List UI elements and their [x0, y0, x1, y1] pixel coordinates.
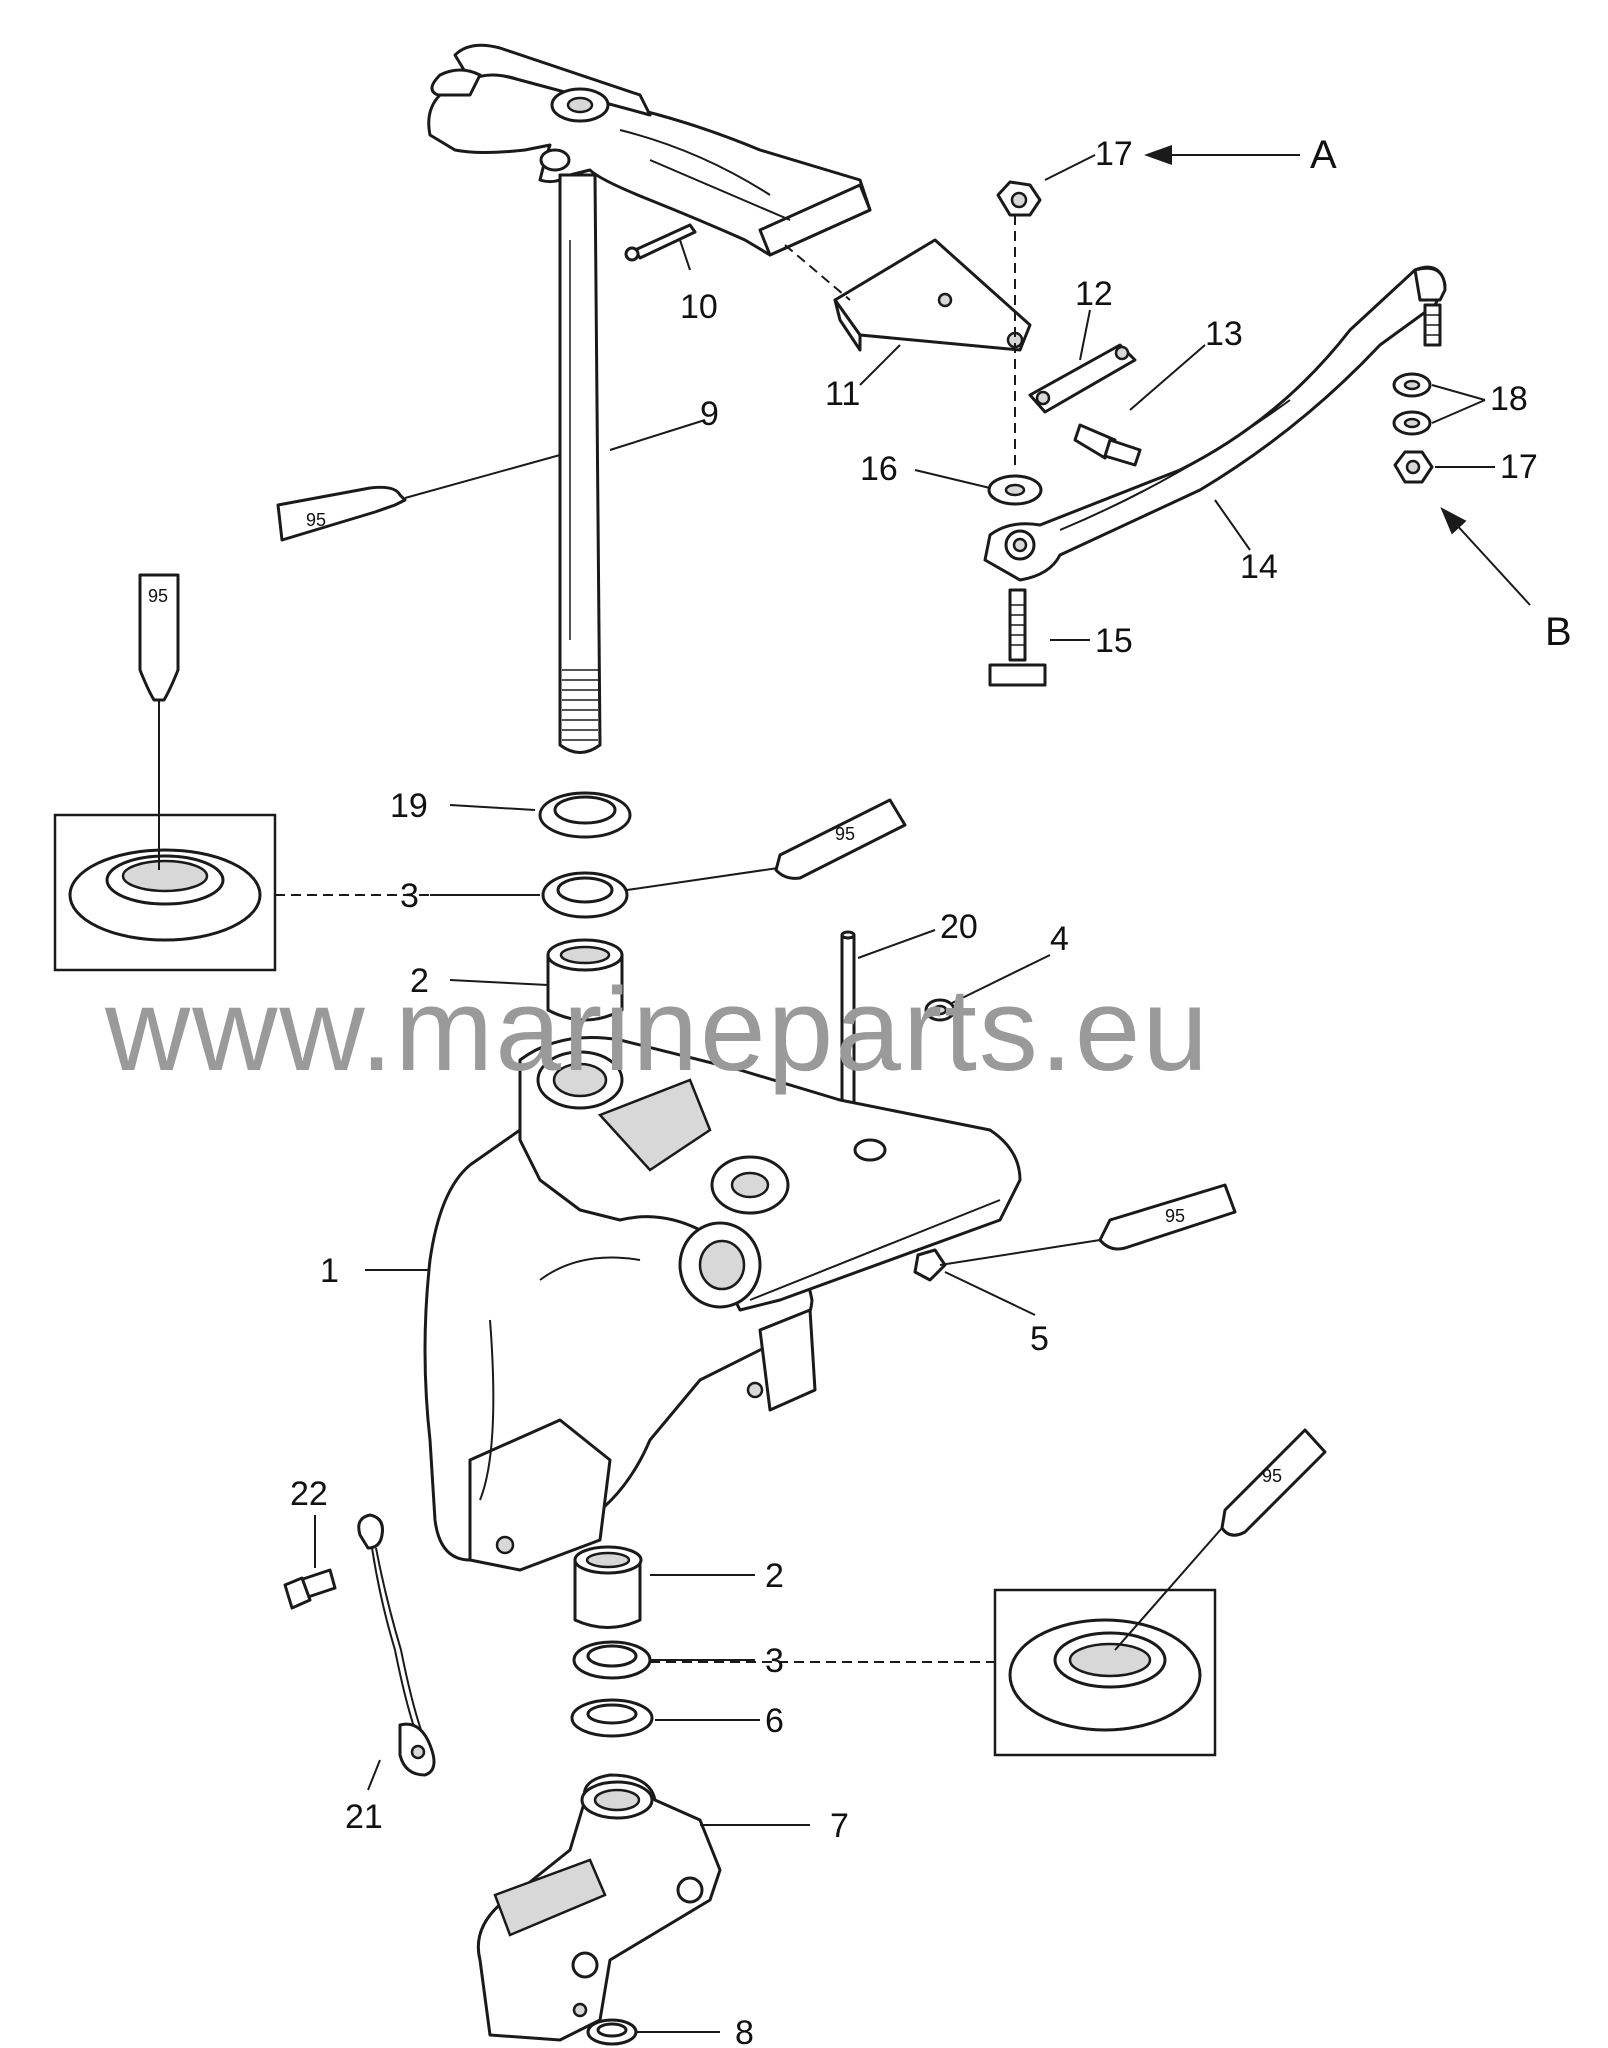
ground-strap-21: [357, 1513, 436, 1777]
svg-text:95: 95: [1165, 1206, 1185, 1226]
pin-10: [624, 223, 697, 262]
steering-yoke-7: [476, 1773, 722, 2042]
callout-12: 12: [1075, 275, 1113, 313]
callout-13: 13: [1205, 315, 1243, 353]
callout-22: 22: [290, 1475, 328, 1513]
lube-line-shaft: [404, 454, 561, 499]
tie-link-14: [983, 265, 1447, 582]
inset-seal-upper: [53, 813, 277, 972]
stud-14-end: [1423, 303, 1442, 347]
callout-3-lower: 3: [765, 1642, 784, 1680]
callout-17-top: 17: [1095, 135, 1133, 173]
leader-lines: [314, 145, 1531, 2033]
seal-3-lower: [572, 1640, 652, 1680]
callout-1: 1: [320, 1252, 339, 1290]
bracket-11: [833, 238, 1032, 352]
callout-17-right: 17: [1500, 448, 1538, 486]
view-letter-b: B: [1545, 610, 1572, 654]
inset-seal-lower: [993, 1588, 1217, 1757]
callout-4: 4: [1050, 920, 1069, 958]
grease-fitting-5: [913, 1248, 947, 1282]
svg-text:95: 95: [835, 824, 855, 844]
callout-18: 18: [1490, 380, 1528, 418]
bolt-15: [988, 588, 1047, 687]
callout-21: 21: [345, 1798, 383, 1836]
fitting-4: [924, 998, 956, 1022]
callout-16: 16: [860, 450, 898, 488]
nut-17-top: [996, 180, 1042, 217]
svg-text:95: 95: [306, 510, 326, 530]
swivel-bracket-1: [423, 1036, 1022, 1572]
callout-10: 10: [680, 288, 718, 326]
callout-19: 19: [390, 787, 428, 825]
lube-tube-fitting-5: 95: [1098, 1183, 1237, 1251]
bushing-2-upper: [546, 938, 624, 1022]
nut-17-right: [1393, 450, 1434, 484]
ring-8: [586, 2018, 638, 2046]
callout-3-upper: 3: [400, 877, 419, 915]
washer-6: [570, 1698, 654, 1738]
link-12: [1028, 343, 1137, 414]
watermark: www.marineparts.eu: [104, 964, 1210, 1096]
lube-line-seal-3: [626, 867, 779, 891]
washers-18: [1392, 372, 1432, 436]
lube-tube-seal-3: 95: [774, 798, 907, 880]
callout-2-upper: 2: [410, 962, 429, 1000]
callout-14: 14: [1240, 548, 1278, 586]
callout-11: 11: [825, 375, 860, 413]
screw-22: [283, 1568, 337, 1610]
lube-line-fitting-5: [939, 1239, 1101, 1266]
callout-8: 8: [735, 2014, 754, 2048]
lube-tube-shaft: 95: [276, 485, 407, 542]
svg-text:95: 95: [1262, 1466, 1282, 1486]
callout-15: 15: [1095, 622, 1133, 660]
lube-tube-upper-inset: 95: [138, 573, 180, 702]
callout-2-lower: 2: [765, 1557, 784, 1595]
callout-9: 9: [700, 395, 719, 433]
svg-text:95: 95: [148, 586, 168, 606]
view-letter-a: A: [1310, 133, 1337, 177]
lube-tube-lower-inset: 95: [1220, 1428, 1327, 1537]
callout-20: 20: [940, 908, 978, 946]
dashed-axis-arm-bracket: [784, 244, 851, 301]
washer-16: [987, 474, 1043, 506]
callout-6: 6: [765, 1702, 784, 1740]
steering-shaft: [558, 173, 602, 754]
steering-arm: [427, 43, 872, 257]
callout-5: 5: [1030, 1320, 1049, 1358]
seal-3-upper: [541, 871, 629, 919]
seal-19: [538, 791, 632, 839]
bushing-2-lower: [573, 1545, 643, 1629]
lube-line-lower-inset: [1114, 1527, 1223, 1651]
callout-7: 7: [830, 1807, 849, 1845]
bolt-13: [1073, 423, 1142, 467]
